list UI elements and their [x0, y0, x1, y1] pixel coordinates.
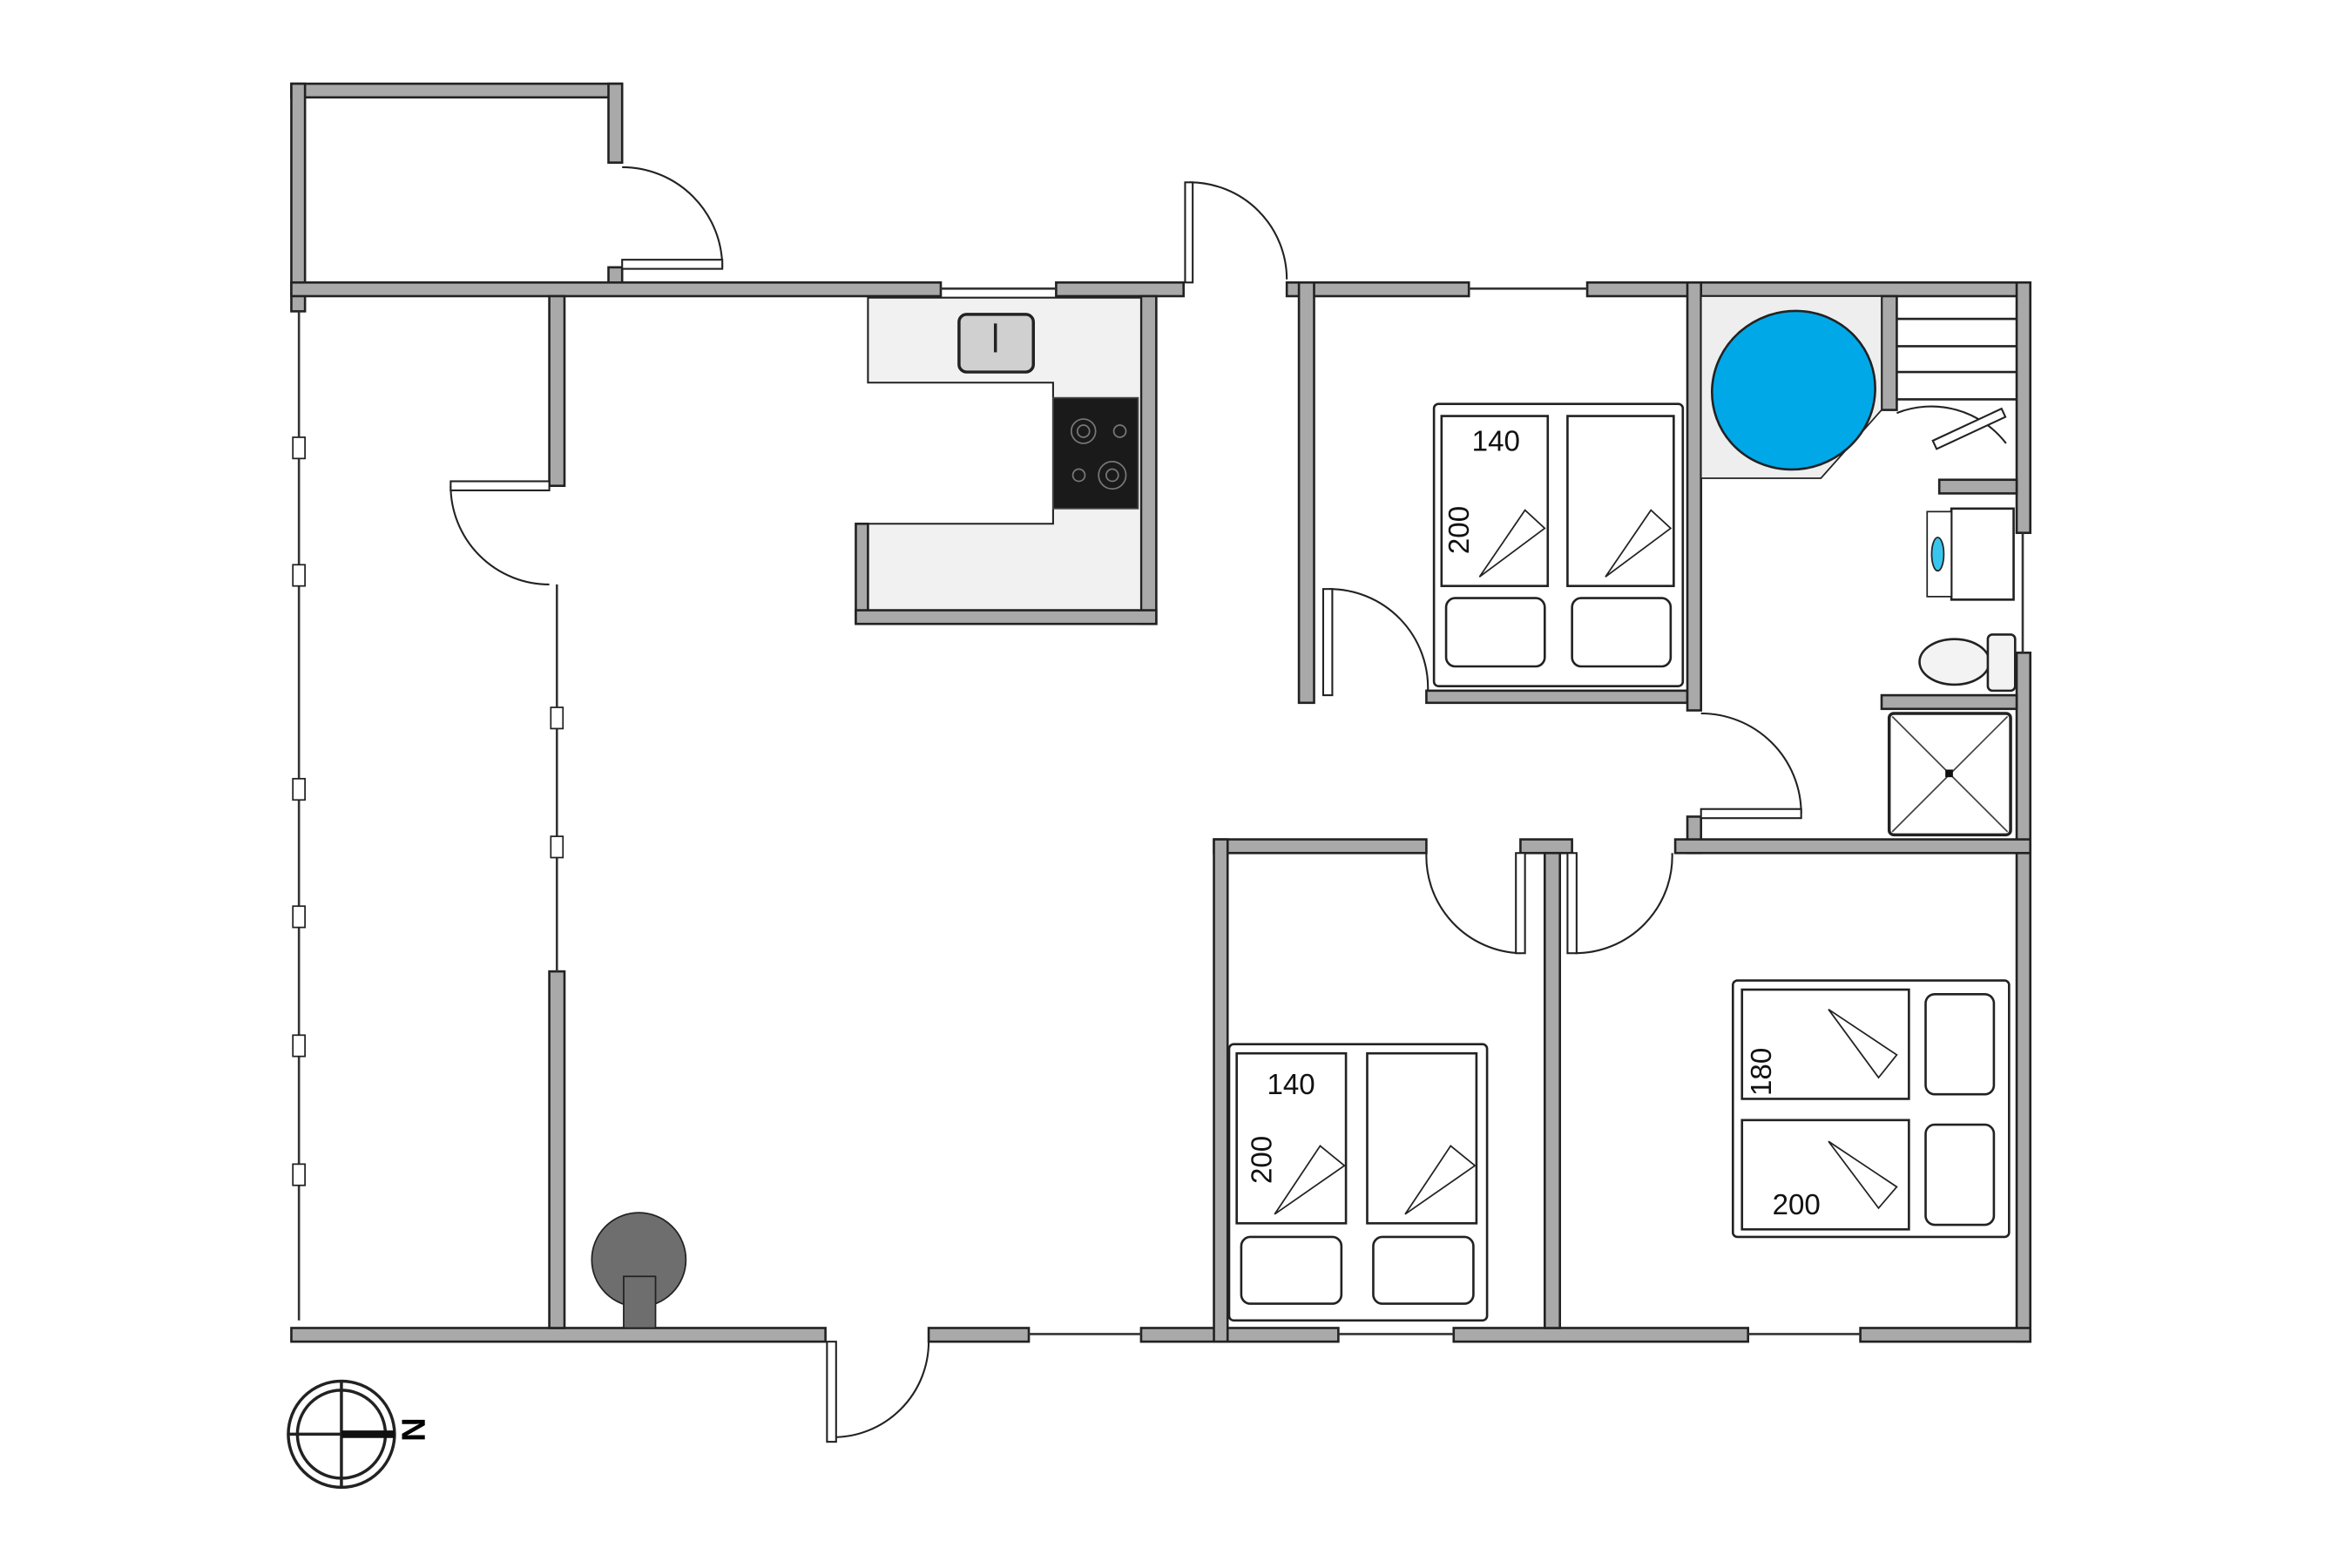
- bedroom-3: 180 200: [1731, 979, 2011, 1239]
- bottom-wall-left: [290, 1327, 827, 1343]
- door-sauna[interactable]: [1896, 405, 2007, 444]
- bathroom: [1700, 295, 2017, 837]
- fireplace-icon: [591, 1212, 687, 1329]
- north-label: N: [395, 1417, 432, 1442]
- bed-length-label: 200: [1443, 506, 1476, 554]
- sauna-bottom-wall: [1937, 478, 2018, 495]
- bedroom-divider-wall: [1543, 851, 1562, 1329]
- bathroom-left-wall: [1686, 280, 1703, 712]
- right-wall-upper: [2015, 280, 2032, 535]
- door-inner[interactable]: [449, 485, 550, 585]
- bed-length-label: 200: [1247, 1136, 1279, 1184]
- shower-icon: [1887, 712, 2012, 837]
- corridor-wall-left: [1213, 838, 1428, 855]
- bottom-wall-mid: [927, 1327, 1031, 1343]
- bottom-wall-mid2: [1139, 1327, 1340, 1343]
- bed-width-label: 140: [1267, 1069, 1315, 1101]
- bedroom-2: 140 200: [1227, 1043, 1489, 1322]
- sauna-wall: [1880, 294, 1898, 411]
- door-bathroom[interactable]: [1700, 712, 1802, 814]
- bed-width-label: 180: [1746, 1048, 1778, 1096]
- doors: [449, 166, 2007, 1443]
- kitchen: [855, 296, 1158, 625]
- windows: [292, 287, 2024, 1335]
- bottom-wall-mid3: [1452, 1327, 1750, 1343]
- stove-icon: [1052, 396, 1139, 510]
- bedroom1-bottom-wall: [1425, 689, 1689, 705]
- washing-machine-icon: [1950, 507, 2015, 601]
- bedroom-1: 140 200: [1432, 402, 1685, 687]
- top-wall-left: [290, 280, 943, 298]
- top-wall-mid: [1055, 280, 1186, 298]
- annex-left-wall: [290, 82, 307, 313]
- kitchen-counter-wall-left: [855, 522, 869, 624]
- bedroom1-left-wall: [1297, 280, 1315, 705]
- sauna-benches: [1896, 317, 2017, 401]
- corridor-wall-mid: [1519, 838, 1573, 855]
- annex-top-wall: [290, 82, 624, 99]
- door-bedroom2[interactable]: [1425, 853, 1521, 955]
- compass-icon: N: [287, 1379, 432, 1490]
- corridor-wall-right: [1673, 838, 2032, 855]
- kitchen-wall: [1139, 294, 1158, 625]
- shower-top-wall: [1880, 693, 2018, 711]
- inner-wall-upper: [548, 294, 566, 488]
- bed-length-label: 200: [1773, 1189, 1821, 1221]
- kitchen-counter-wall-bottom: [855, 609, 1158, 625]
- bathtub-icon: [1710, 309, 1876, 471]
- right-wall-lower: [2015, 652, 2032, 1343]
- toilet-icon: [1918, 633, 2017, 693]
- door-bedroom3[interactable]: [1575, 853, 1673, 955]
- door-annex[interactable]: [622, 166, 724, 267]
- annex-right-wall-upper: [607, 82, 624, 164]
- inner-wall-lower: [548, 970, 566, 1329]
- bottom-wall-right: [1859, 1327, 2032, 1343]
- top-wall-right-b: [1585, 280, 2032, 298]
- door-south-entry[interactable]: [833, 1342, 930, 1438]
- bedroom2-left-wall: [1213, 838, 1229, 1343]
- door-north-entry[interactable]: [1189, 181, 1288, 280]
- bed-width-label: 140: [1472, 426, 1520, 458]
- door-bedroom1[interactable]: [1328, 588, 1429, 691]
